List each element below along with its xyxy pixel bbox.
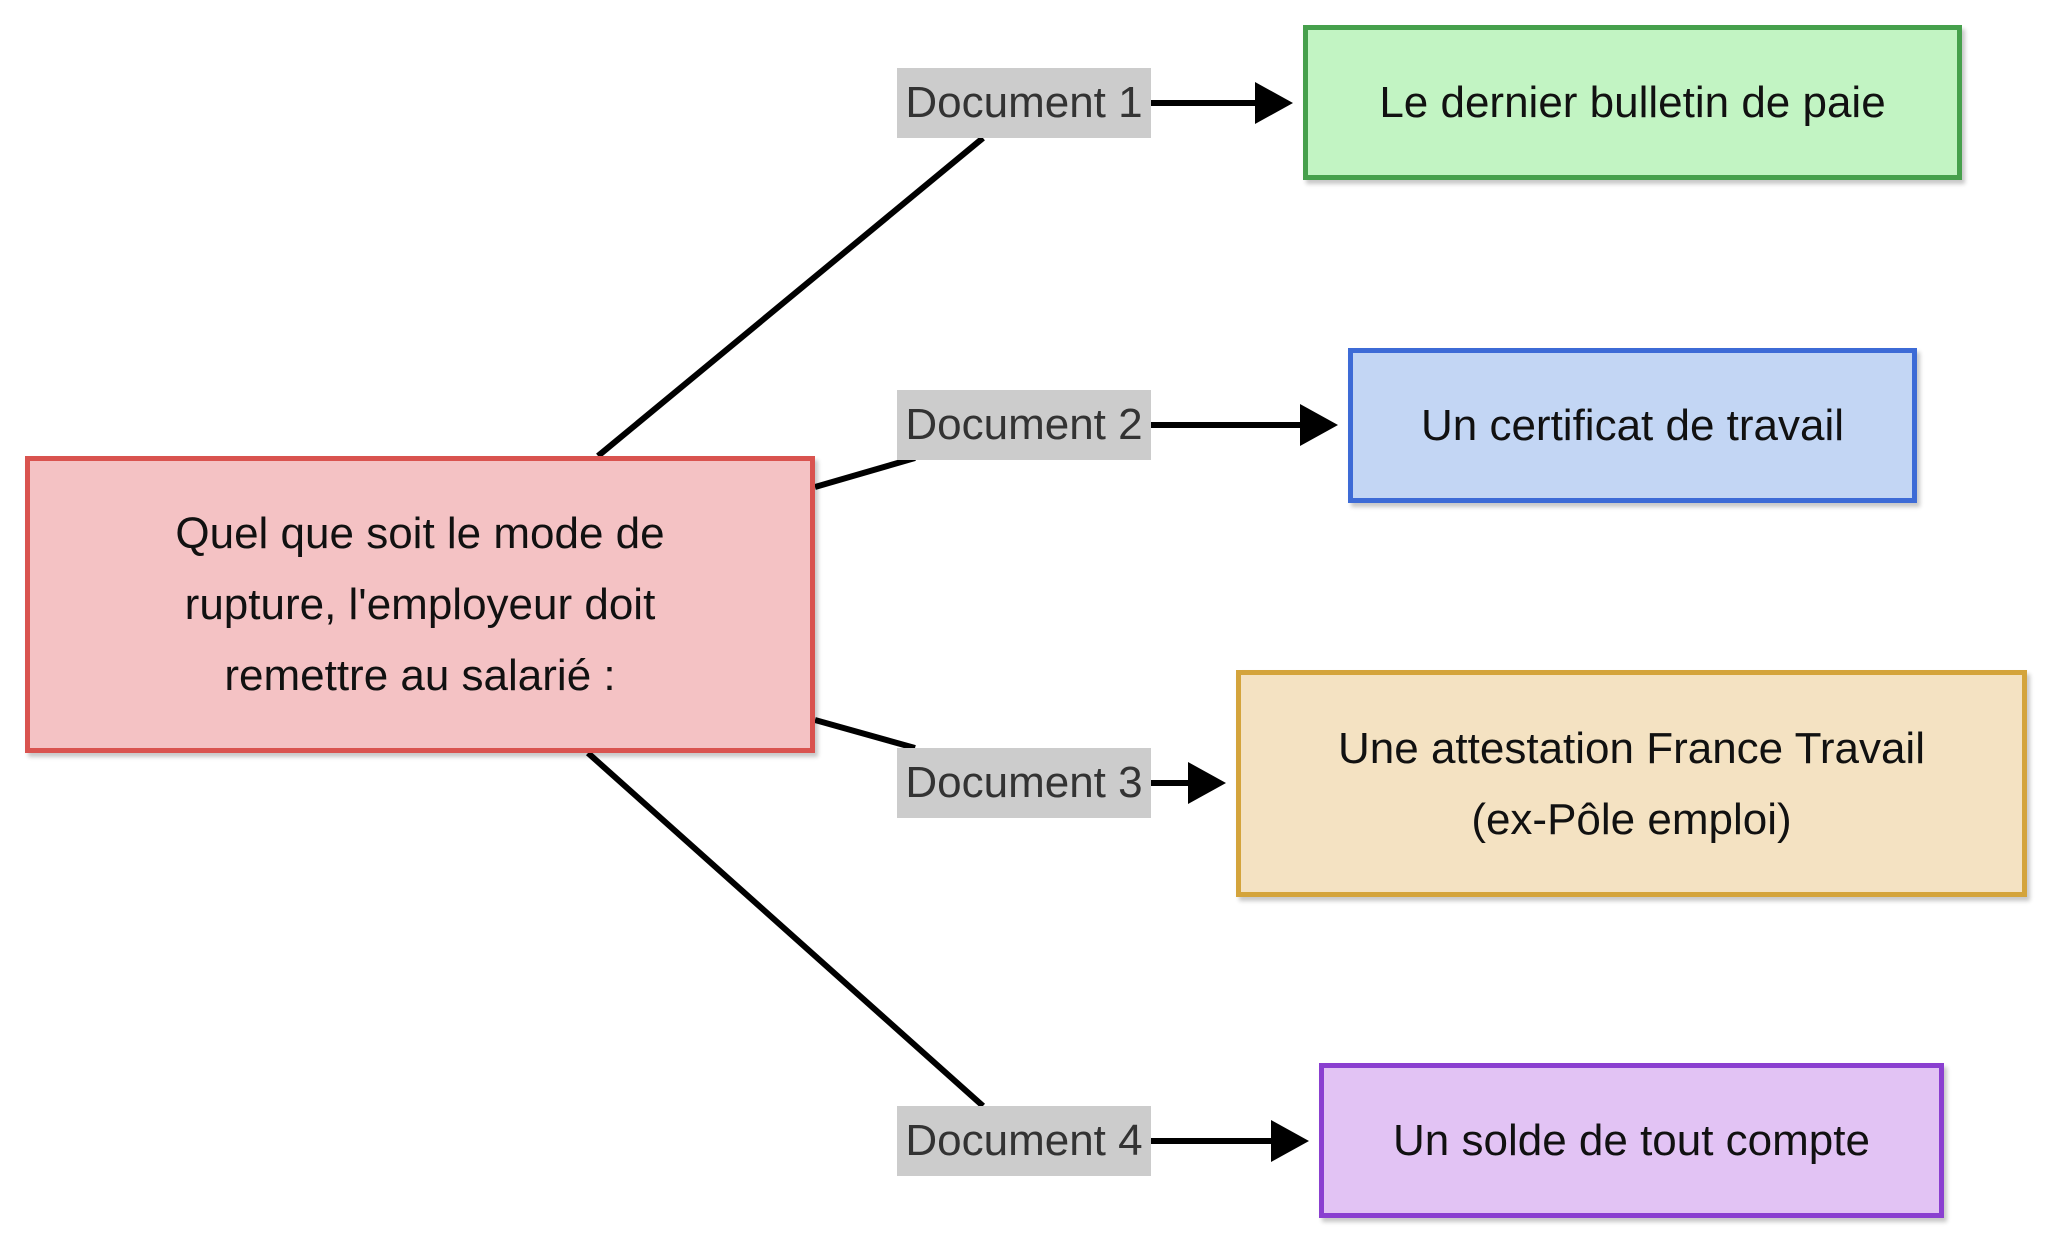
- connector-line-2: [814, 455, 916, 490]
- arrowhead-2: [1300, 404, 1338, 446]
- connector-line-1: [596, 135, 985, 459]
- target-node-solde-de-tout-compte: Un solde de tout compte: [1319, 1063, 1944, 1218]
- edge-label-document-3: Document 3: [897, 748, 1151, 818]
- target-node-text: Un certificat de travail: [1420, 401, 1845, 450]
- edge-label-document-1: Document 1: [897, 68, 1151, 138]
- connector-line-4: [586, 750, 985, 1109]
- target-node-text: Un solde de tout compte: [1393, 1116, 1870, 1165]
- edge-label-document-4: Document 4: [897, 1106, 1151, 1176]
- edge-label-document-2: Document 2: [897, 390, 1151, 460]
- target-node-attestation-france-travail: Une attestation France Travail (ex-Pôle …: [1236, 670, 2027, 897]
- target-node-bulletin-de-paie: Le dernier bulletin de paie: [1303, 25, 1962, 180]
- arrowhead-3: [1188, 762, 1226, 804]
- arrowhead-1: [1255, 82, 1293, 124]
- target-node-certificat-de-travail: Un certificat de travail: [1348, 348, 1917, 503]
- connector-line-3: [814, 717, 916, 751]
- source-node: Quel que soit le mode de rupture, l'empl…: [25, 456, 815, 753]
- target-node-text: Le dernier bulletin de paie: [1379, 78, 1886, 127]
- source-node-text: Quel que soit le mode de rupture, l'empl…: [175, 509, 665, 700]
- arrowhead-4: [1271, 1120, 1309, 1162]
- target-node-text: Une attestation France Travail (ex-Pôle …: [1338, 723, 1925, 844]
